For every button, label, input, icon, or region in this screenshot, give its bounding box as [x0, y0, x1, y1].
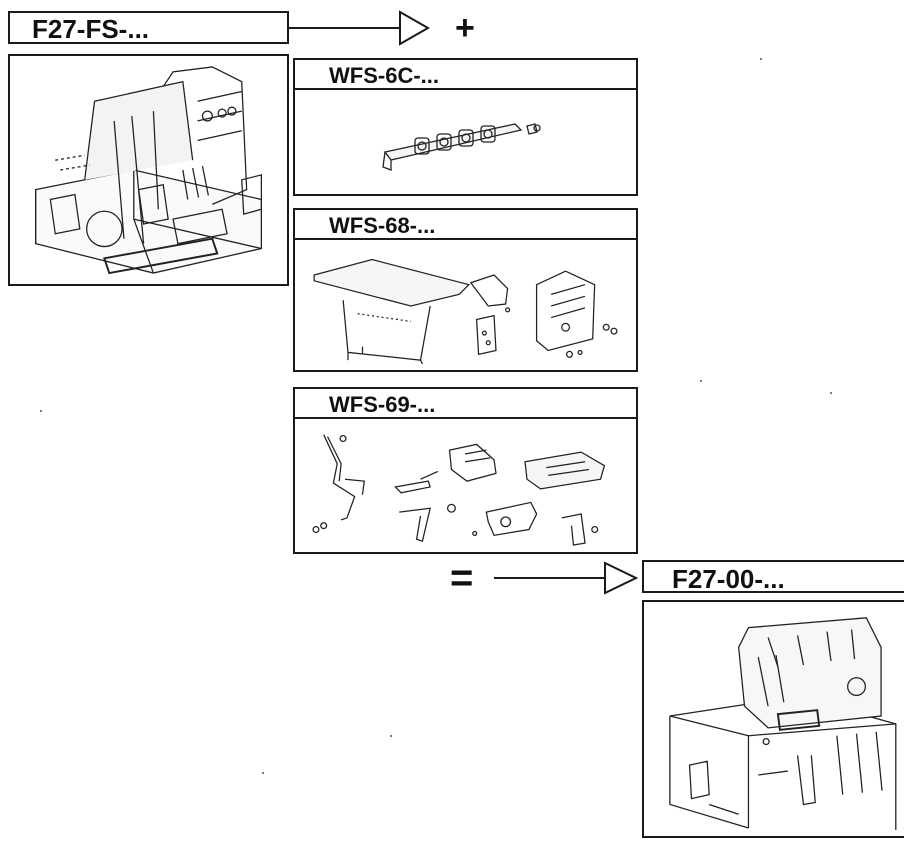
result-unit-title-box: F27-00-...: [642, 560, 904, 593]
scan-speck: [262, 772, 264, 774]
kit-image-box-69: [293, 417, 638, 554]
complete-overlock-machine-icon: [650, 608, 898, 830]
kit-title-box-69: WFS-69-...: [293, 387, 638, 419]
kit-title-box-68: WFS-68-...: [293, 208, 638, 240]
kit-label-69: WFS-69-...: [329, 394, 435, 416]
scan-speck: [830, 392, 832, 394]
kit-image-box-68: [293, 238, 638, 372]
plus-sign: +: [455, 11, 475, 45]
scan-speck: [700, 380, 702, 382]
kit-title-box-6c: WFS-6C-...: [293, 58, 638, 90]
result-unit-label: F27-00-...: [672, 566, 785, 592]
overlock-machine-head-icon: [16, 62, 281, 278]
source-unit-image-box: [8, 54, 289, 286]
scan-speck: [760, 58, 762, 60]
equals-sign: =: [450, 558, 473, 598]
scan-speck: [40, 410, 42, 412]
presser-foot-parts-icon: [301, 425, 630, 546]
kit-image-box-6c: [293, 88, 638, 196]
kit-label-68: WFS-68-...: [329, 215, 435, 237]
top-arrow: [289, 12, 428, 44]
guide-bracket-assembly-icon: [375, 112, 545, 172]
table-and-bracket-parts-icon: [301, 246, 630, 364]
source-unit-label: F27-FS-...: [32, 16, 149, 42]
scan-speck: [390, 735, 392, 737]
kit-label-6c: WFS-6C-...: [329, 65, 439, 87]
source-unit-title-box: F27-FS-...: [8, 11, 289, 44]
bottom-arrow: [494, 563, 636, 593]
result-unit-image-box: [642, 600, 904, 838]
